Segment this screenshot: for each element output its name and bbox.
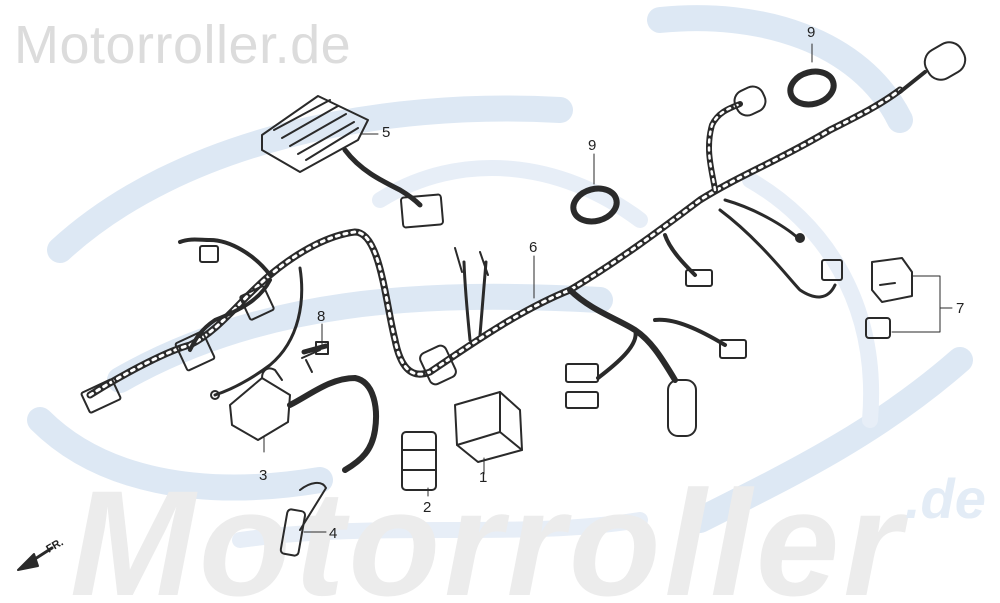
front-direction-arrow [17,546,54,571]
callout-7: 7 [956,300,965,317]
wire-band-upper [787,68,837,108]
watermark-bottom: Motorroller [70,459,906,603]
callout-3: 3 [259,467,268,484]
main-wire-harness [80,41,967,437]
callout-9-upper: 9 [807,24,816,41]
spark-plug-cap [279,482,327,557]
regulator-rectifier [261,95,444,229]
callout-9-lower: 9 [588,137,597,154]
cdi-unit [454,391,523,463]
turn-signal-relay [865,257,913,339]
callout-4: 4 [329,525,338,542]
watermark-domain-suffix: .de [905,467,986,530]
starter-relay [401,431,437,491]
callout-6: 6 [529,239,538,256]
bolt [301,341,329,355]
wire-band-lower [570,185,620,225]
callout-5: 5 [382,124,391,141]
watermark-top: Motorroller.de [14,15,352,75]
callout-2: 2 [423,499,432,516]
callout-8: 8 [317,308,326,325]
leader-lines [263,43,953,533]
ignition-coil [229,349,379,473]
callout-1: 1 [479,469,488,486]
